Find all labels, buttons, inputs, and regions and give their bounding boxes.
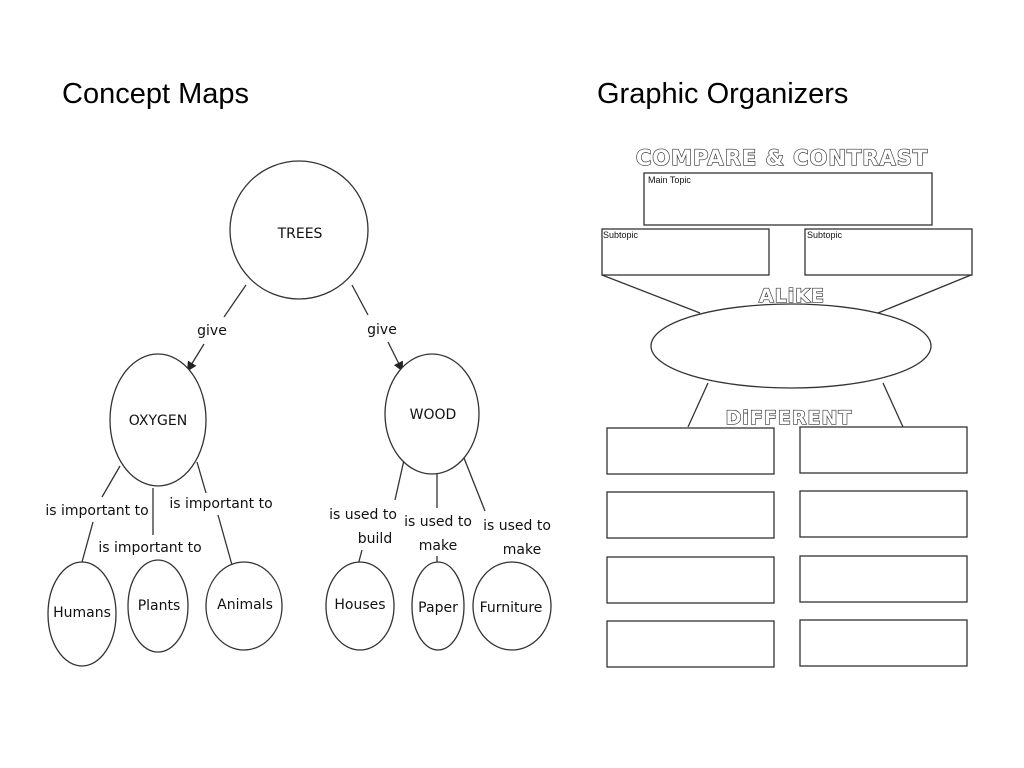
connector-give-oxygen bbox=[186, 343, 205, 372]
node-wood-label: WOOD bbox=[410, 407, 457, 423]
connector-oxygen-humans bbox=[81, 521, 94, 563]
funnel-right-top bbox=[877, 274, 972, 314]
subtopic-left-box[interactable] bbox=[601, 228, 770, 276]
node-humans-label: Humans bbox=[53, 605, 111, 621]
concept-maps-title: Concept Maps bbox=[62, 78, 249, 110]
edge-important-plants: is important to bbox=[98, 540, 201, 556]
alike-banner: ALiKE bbox=[759, 285, 825, 307]
subtopic-left-label: Subtopic bbox=[603, 230, 639, 240]
connector-oxygen-edge3-top bbox=[196, 461, 207, 494]
edge-used-make-paper-line1: is used to bbox=[404, 514, 472, 530]
node-oxygen bbox=[109, 353, 207, 487]
alike-ellipse[interactable] bbox=[650, 303, 932, 389]
node-wood bbox=[384, 353, 480, 475]
edge-used-build-line1: is used to bbox=[329, 507, 397, 523]
difference-left-box-1[interactable] bbox=[606, 427, 775, 475]
difference-left-box-3[interactable] bbox=[606, 556, 775, 604]
funnel-left-bottom bbox=[687, 382, 709, 428]
node-oxygen-label: OXYGEN bbox=[129, 413, 187, 429]
difference-right-box-1[interactable] bbox=[799, 426, 968, 474]
edge-important-animals: is important to bbox=[169, 496, 272, 512]
subtopic-right-box[interactable] bbox=[804, 228, 973, 276]
node-plants bbox=[127, 559, 189, 653]
edge-used-build-line2: build bbox=[358, 531, 392, 547]
difference-right-box-2[interactable] bbox=[799, 490, 968, 538]
edge-used-make-furniture-line1: is used to bbox=[483, 518, 551, 534]
node-paper bbox=[411, 561, 465, 651]
main-topic-box[interactable] bbox=[643, 172, 933, 226]
graphic-organizers-title: Graphic Organizers bbox=[597, 78, 849, 110]
edge-give-right: give bbox=[367, 322, 397, 338]
node-humans bbox=[47, 561, 117, 667]
node-furniture-label: Furniture bbox=[480, 600, 543, 616]
node-animals-label: Animals bbox=[217, 597, 273, 613]
main-topic-label: Main Topic bbox=[648, 175, 691, 185]
connector-trees-give-left-top bbox=[223, 284, 247, 318]
compare-contrast-organizer bbox=[601, 172, 973, 668]
node-plants-label: Plants bbox=[138, 598, 181, 614]
edge-important-humans: is important to bbox=[45, 503, 148, 519]
edge-give-left: give bbox=[197, 323, 227, 339]
node-animals bbox=[205, 561, 283, 651]
node-trees-label: TREES bbox=[277, 226, 323, 242]
node-trees bbox=[229, 160, 369, 300]
node-paper-label: Paper bbox=[418, 600, 458, 616]
connector-give-wood bbox=[387, 341, 403, 372]
connector-oxygen-animals bbox=[217, 514, 233, 566]
difference-right-box-3[interactable] bbox=[799, 555, 968, 603]
subtopic-right-label: Subtopic bbox=[807, 230, 843, 240]
node-houses bbox=[325, 561, 395, 651]
different-banner: DiFFERENT bbox=[726, 407, 853, 429]
funnel-right-bottom bbox=[882, 382, 904, 428]
compare-contrast-banner: COMPARE & CONTRAST bbox=[636, 146, 928, 170]
connector-oxygen-edge1-top bbox=[101, 465, 121, 498]
funnel-left-top bbox=[601, 274, 701, 314]
node-furniture bbox=[472, 561, 552, 651]
concept-map bbox=[47, 160, 552, 667]
connector-wood-edge1-top bbox=[394, 459, 405, 501]
edge-used-make-paper-line2: make bbox=[419, 538, 457, 554]
connector-trees-give-right-top bbox=[351, 284, 369, 316]
difference-left-box-2[interactable] bbox=[606, 491, 775, 539]
difference-right-box-4[interactable] bbox=[799, 619, 968, 667]
node-houses-label: Houses bbox=[334, 597, 385, 613]
edge-used-make-furniture-line2: make bbox=[503, 542, 541, 558]
connector-wood-furniture bbox=[463, 457, 486, 512]
difference-left-box-4[interactable] bbox=[606, 620, 775, 668]
